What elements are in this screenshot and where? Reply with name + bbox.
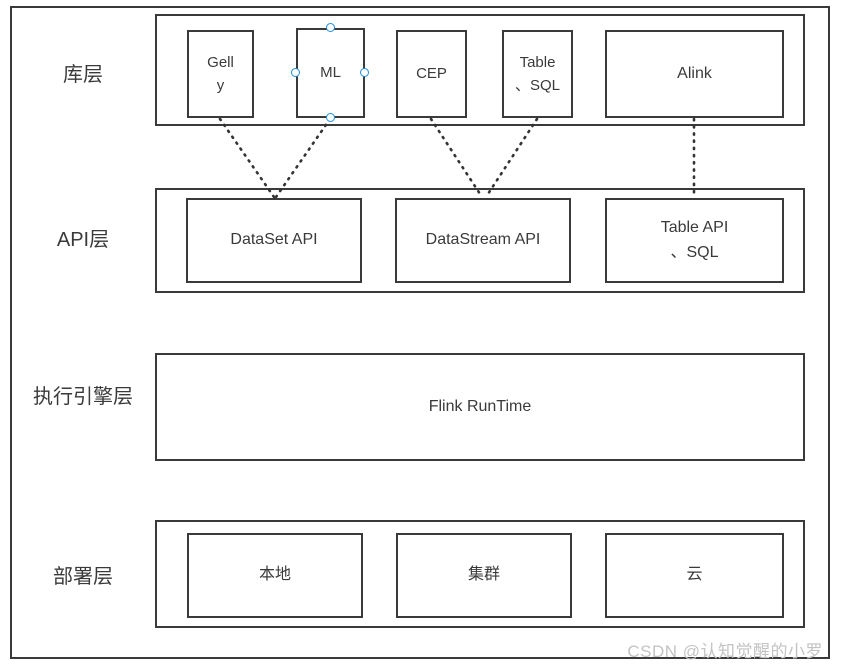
row-label-api: API层 [56, 229, 110, 251]
row-label-deploy: 部署层 [53, 566, 113, 588]
node-gelly[interactable]: Gell y [187, 30, 254, 118]
node-table-api-sql[interactable]: Table API 、SQL [605, 198, 784, 283]
node-cluster[interactable]: 集群 [396, 533, 572, 618]
node-local[interactable]: 本地 [187, 533, 363, 618]
node-flink-runtime[interactable]: Flink RunTime [155, 353, 805, 461]
diagram-outer-frame [10, 6, 830, 659]
node-cep[interactable]: CEP [396, 30, 467, 118]
csdn-watermark: CSDN @认知觉醒的小罗 [627, 642, 823, 661]
row-label-library: 库层 [63, 64, 103, 86]
node-table-sql[interactable]: Table 、SQL [502, 30, 573, 118]
node-datastream-api[interactable]: DataStream API [395, 198, 571, 283]
row-label-runtime: 执行引擎层 [33, 386, 133, 408]
node-dataset-api[interactable]: DataSet API [186, 198, 362, 283]
node-cloud[interactable]: 云 [605, 533, 784, 618]
node-alink[interactable]: Alink [605, 30, 784, 118]
selection-handle-right[interactable] [360, 68, 369, 77]
selection-handle-left[interactable] [291, 68, 300, 77]
node-ml[interactable]: ML [296, 28, 365, 118]
selection-handle-bottom[interactable] [326, 113, 335, 122]
selection-handle-top[interactable] [326, 23, 335, 32]
